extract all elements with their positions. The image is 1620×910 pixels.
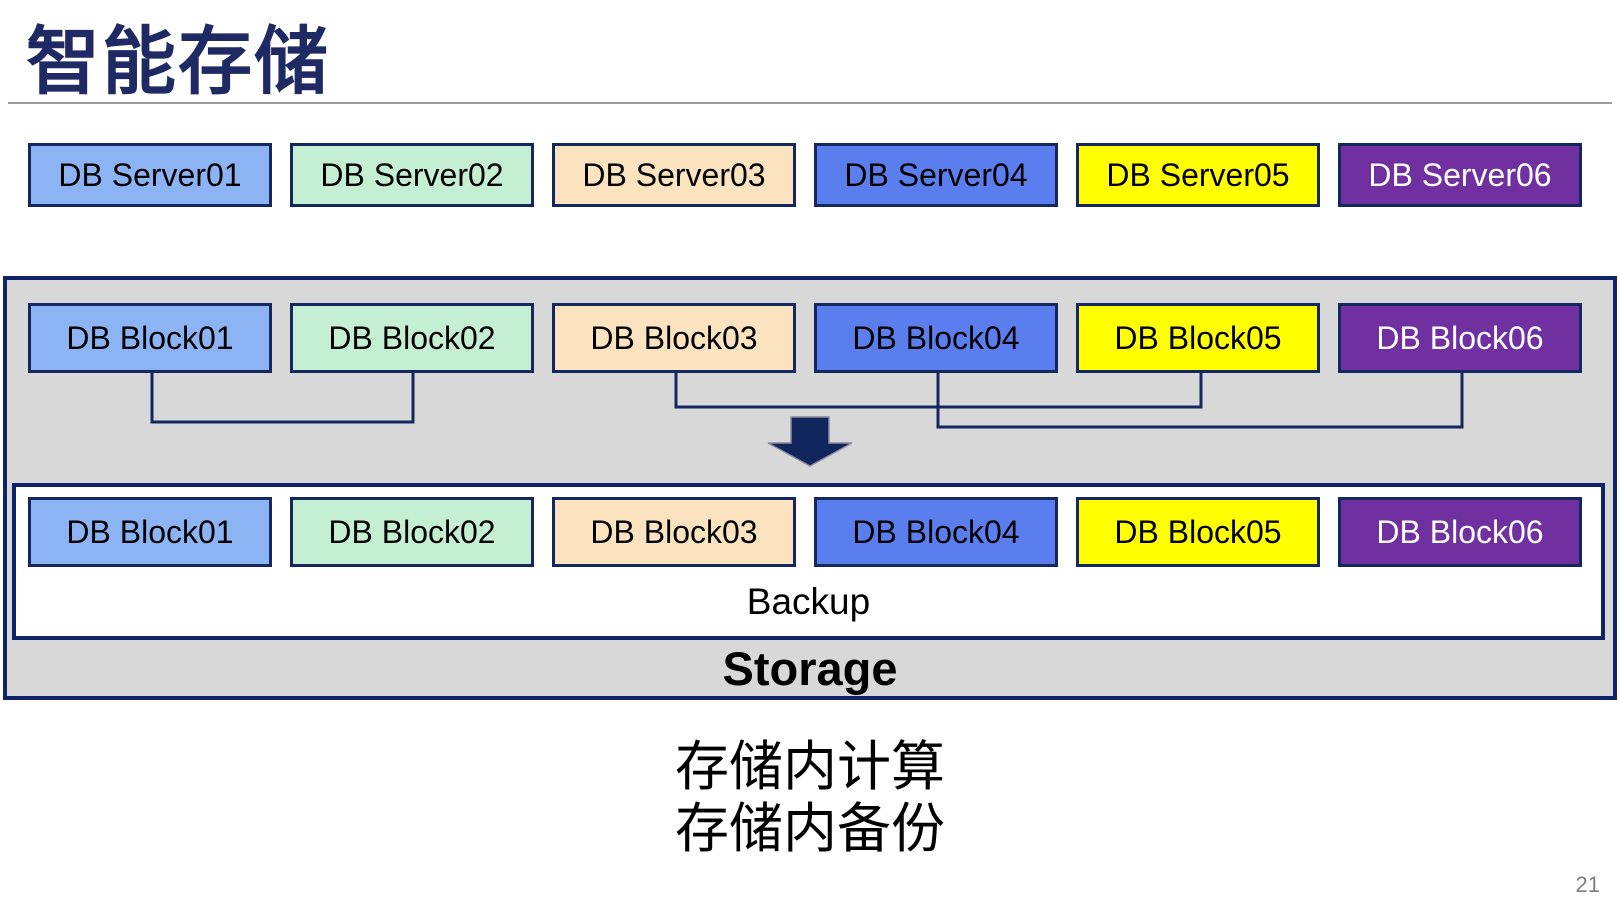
db-server-box: DB Server06: [1338, 143, 1582, 207]
page-title: 智能存储: [26, 20, 330, 103]
db-block-box: DB Block03: [552, 497, 796, 567]
page-number: 21: [1575, 872, 1600, 897]
db-server-box: DB Server01: [28, 143, 272, 207]
caption-block: 存储内计算 存储内备份: [0, 736, 1620, 860]
db-server-box: DB Server02: [290, 143, 534, 207]
storage-label: Storage: [722, 641, 898, 695]
caption-line-2: 存储内备份: [675, 799, 945, 859]
db-block-box: DB Block01: [28, 497, 272, 567]
db-block-box: DB Block03: [552, 303, 796, 373]
db-server-box: DB Server03: [552, 143, 796, 207]
caption-line-1: 存储内计算: [675, 737, 945, 797]
db-block-box: DB Block05: [1076, 497, 1320, 567]
db-server-box: DB Server04: [814, 143, 1058, 207]
db-block-box: DB Block06: [1338, 497, 1582, 567]
title-separator-line: [8, 102, 1612, 104]
db-block-box: DB Block01: [28, 303, 272, 373]
db-block-box: DB Block05: [1076, 303, 1320, 373]
db-block-box: DB Block04: [814, 303, 1058, 373]
db-server-box: DB Server05: [1076, 143, 1320, 207]
db-block-box: DB Block06: [1338, 303, 1582, 373]
backup-label: Backup: [746, 581, 871, 622]
db-block-box: DB Block04: [814, 497, 1058, 567]
db-block-box: DB Block02: [290, 497, 534, 567]
db-block-box: DB Block02: [290, 303, 534, 373]
